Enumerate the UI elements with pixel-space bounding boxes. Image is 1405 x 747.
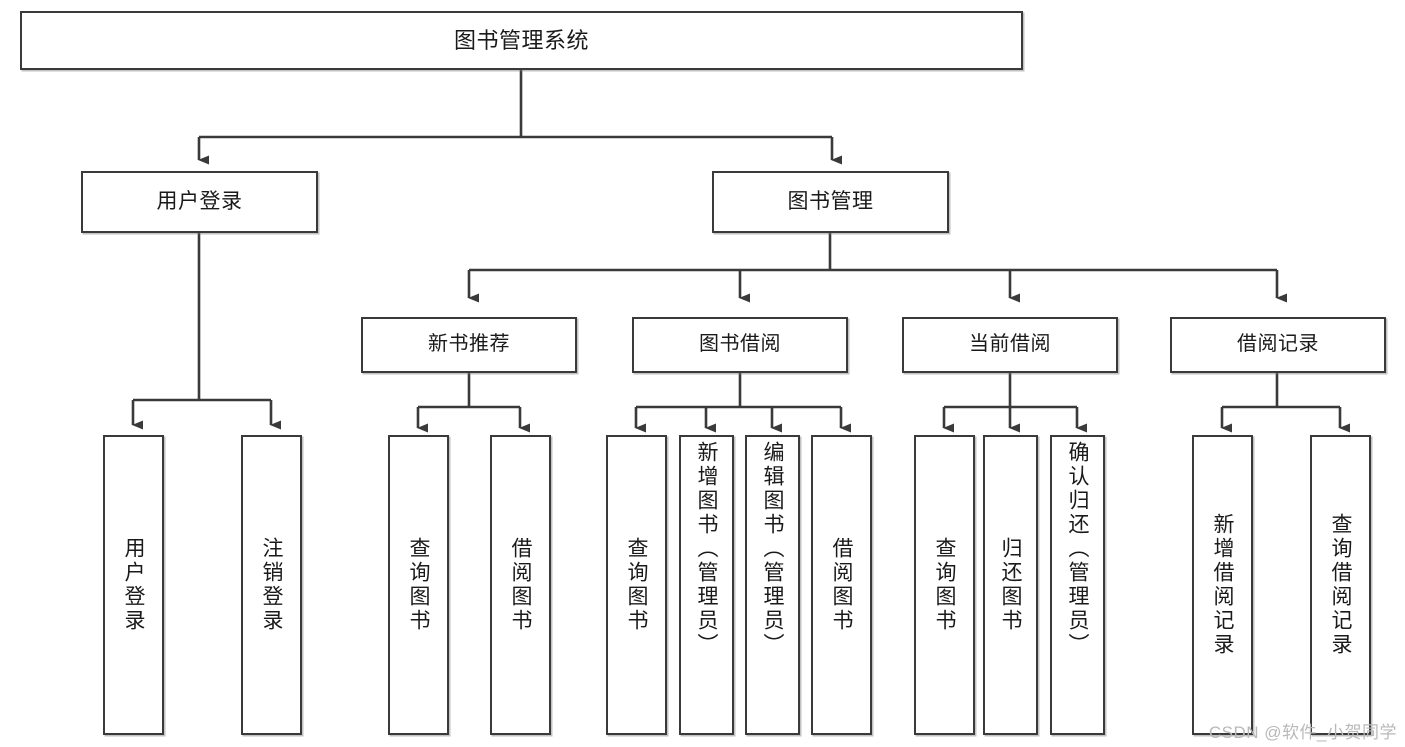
node-label: 新书推荐 <box>428 333 510 356</box>
leaf-query-borrow-record[interactable]: 查询借阅记录 <box>1310 435 1371 735</box>
node-label: 图书管理 <box>787 189 874 213</box>
leaf-borrow-book-recommend[interactable]: 借阅图书 <box>490 435 551 735</box>
node-book-borrow[interactable]: 图书借阅 <box>632 317 848 373</box>
node-label: 借阅图书 <box>830 537 853 633</box>
leaf-add-borrow-record[interactable]: 新增借阅记录 <box>1192 435 1253 735</box>
node-user-login[interactable]: 用户登录 <box>81 171 318 233</box>
leaf-add-book-admin[interactable]: 新增图书（管理员） <box>679 435 734 735</box>
node-root-system[interactable]: 图书管理系统 <box>20 11 1023 70</box>
watermark: CSDN @软件_小贺同学 <box>1208 723 1397 742</box>
leaf-edit-book-admin[interactable]: 编辑图书（管理员） <box>745 435 800 735</box>
node-label: 用户登录 <box>156 189 243 213</box>
node-borrow-record[interactable]: 借阅记录 <box>1170 317 1386 373</box>
node-current-borrow[interactable]: 当前借阅 <box>902 317 1118 373</box>
leaf-return-book[interactable]: 归还图书 <box>983 435 1038 735</box>
node-label: 查询图书 <box>933 537 956 633</box>
node-label: 图书借阅 <box>699 333 781 356</box>
leaf-query-book-current[interactable]: 查询图书 <box>914 435 975 735</box>
leaf-query-book-recommend[interactable]: 查询图书 <box>388 435 449 735</box>
leaf-query-book-borrow[interactable]: 查询图书 <box>606 435 667 735</box>
node-label: 归还图书 <box>999 537 1022 633</box>
node-label: 借阅记录 <box>1237 333 1319 356</box>
node-label: 查询借阅记录 <box>1329 513 1352 657</box>
leaf-borrow-book[interactable]: 借阅图书 <box>811 435 872 735</box>
node-label: 查询图书 <box>407 537 430 633</box>
node-label: 注销登录 <box>260 537 283 633</box>
node-new-book-recommend[interactable]: 新书推荐 <box>361 317 577 373</box>
node-label: 当前借阅 <box>969 333 1051 356</box>
node-label: 新增图书（管理员） <box>695 441 718 657</box>
node-label: 新增借阅记录 <box>1211 513 1234 657</box>
node-label: 用户登录 <box>122 537 145 633</box>
node-label: 图书管理系统 <box>453 27 589 53</box>
node-label: 查询图书 <box>625 537 648 633</box>
node-book-management[interactable]: 图书管理 <box>712 171 949 233</box>
leaf-logout[interactable]: 注销登录 <box>241 435 302 735</box>
leaf-confirm-return-admin[interactable]: 确认归还（管理员） <box>1050 435 1105 735</box>
leaf-user-login[interactable]: 用户登录 <box>103 435 164 735</box>
node-label: 编辑图书（管理员） <box>761 441 784 657</box>
node-label: 确认归还（管理员） <box>1066 441 1089 657</box>
node-label: 借阅图书 <box>509 537 532 633</box>
